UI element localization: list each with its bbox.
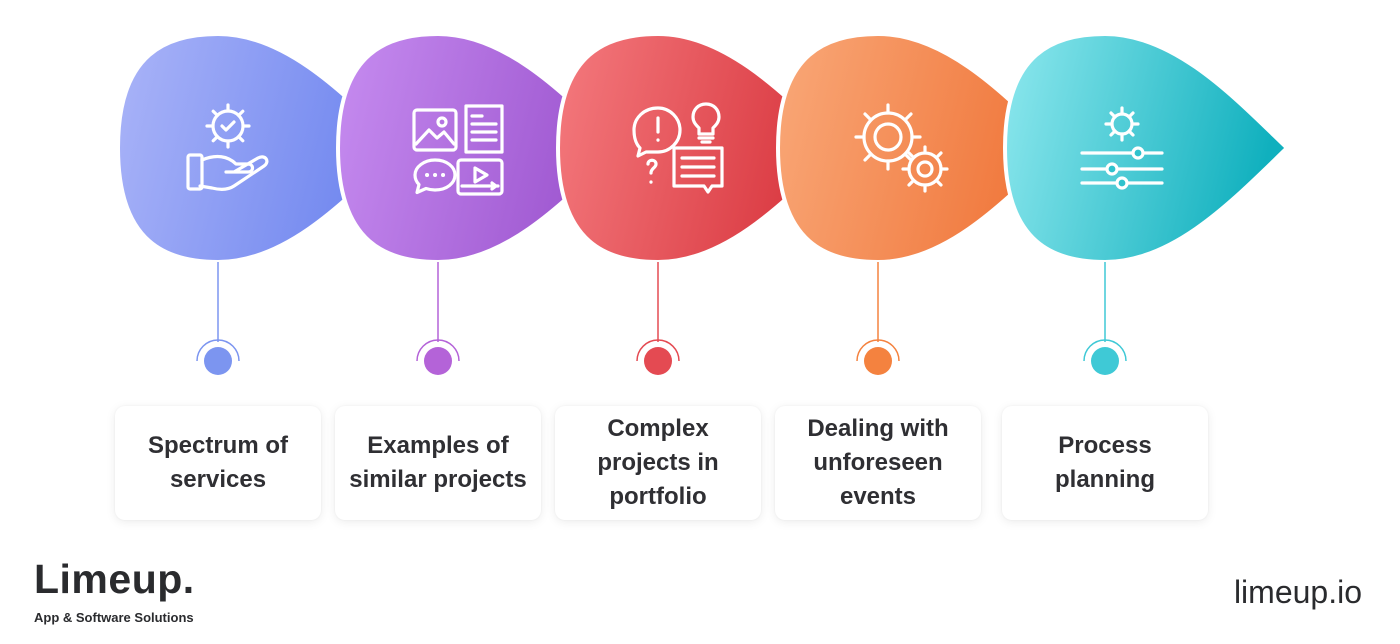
step-dot-5 (1091, 347, 1119, 375)
step-dot-2 (424, 347, 452, 375)
step-label: Complex projects in portfolio (597, 415, 719, 510)
step-card-3: Complex projects in portfolio (555, 406, 761, 520)
connector-arc-2 (416, 339, 460, 362)
step-label: Spectrum of services (147, 432, 288, 493)
connector-arc-5 (1083, 339, 1127, 362)
connector-arc-4 (856, 339, 900, 362)
connector-arc-3 (636, 339, 680, 362)
brand-tagline: App & Software Solutions (34, 610, 194, 625)
step-card-4: Dealing with unforeseen events (775, 406, 981, 520)
step-shape-5 (1002, 31, 1290, 265)
media-gallery-icon (412, 104, 504, 196)
hand-gear-icon (186, 103, 269, 191)
brand-name: Limeup. (34, 556, 195, 602)
step-dot-1 (204, 347, 232, 375)
step-card-5: Process planning (1002, 406, 1208, 520)
website-url[interactable]: limeup.io (1233, 574, 1362, 610)
gears-icon (854, 103, 949, 193)
settings-sliders-icon (1080, 106, 1164, 190)
step-dot-4 (864, 347, 892, 375)
process-diagram (118, 31, 1290, 375)
brand-logo: Limeup. App & Software Solutions (34, 556, 195, 625)
step-card-2: Examples of similar projects (335, 406, 541, 520)
connector-arc-1 (196, 339, 240, 362)
step-label: Process planning (1055, 432, 1155, 493)
step-label: Dealing with unforeseen events (807, 415, 949, 510)
step-card-1: Spectrum of services (115, 406, 321, 520)
step-dot-3 (644, 347, 672, 375)
ideas-chat-icon (632, 102, 724, 194)
step-label: Examples of similar projects (349, 432, 527, 493)
